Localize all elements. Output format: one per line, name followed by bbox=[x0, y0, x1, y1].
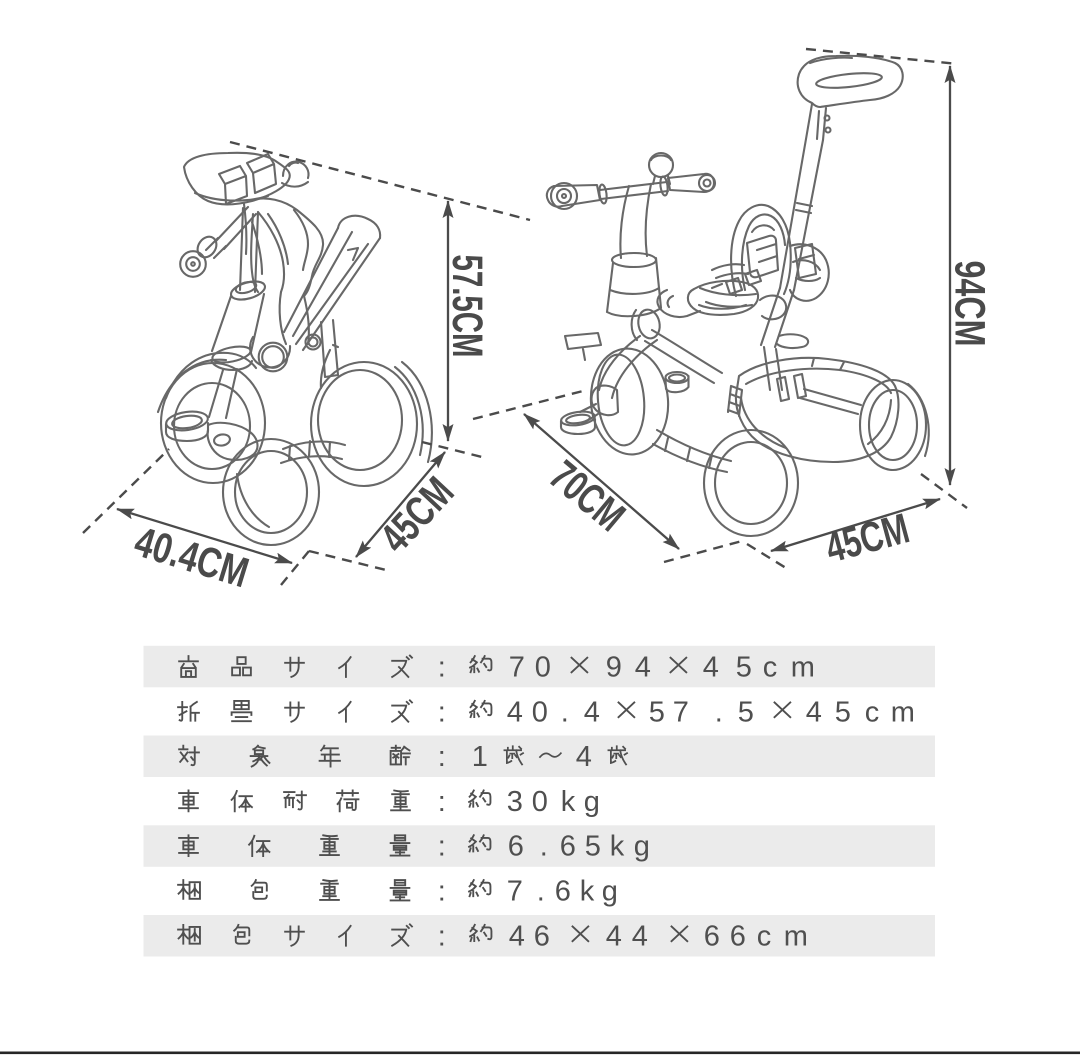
svg-text:7: 7 bbox=[673, 696, 689, 728]
svg-text:m: m bbox=[891, 696, 915, 728]
svg-text:45CM: 45CM bbox=[821, 505, 914, 572]
svg-text:9: 9 bbox=[606, 652, 622, 684]
svg-text:4: 4 bbox=[703, 652, 719, 684]
svg-text:40.4CM: 40.4CM bbox=[129, 518, 254, 597]
svg-text:6: 6 bbox=[534, 920, 550, 952]
svg-text:5: 5 bbox=[736, 652, 752, 684]
svg-text:g: g bbox=[602, 876, 618, 908]
svg-text:k: k bbox=[561, 786, 576, 818]
svg-text:94CM: 94CM bbox=[946, 261, 993, 347]
svg-text::: : bbox=[438, 786, 446, 818]
svg-text:4: 4 bbox=[606, 920, 622, 952]
svg-text:5: 5 bbox=[585, 831, 601, 863]
svg-text:1: 1 bbox=[472, 741, 488, 773]
svg-text:k: k bbox=[580, 876, 595, 908]
svg-text::: : bbox=[438, 696, 446, 728]
svg-text::: : bbox=[438, 920, 446, 952]
svg-text:4: 4 bbox=[507, 696, 523, 728]
svg-text:.: . bbox=[537, 876, 545, 908]
svg-text:4: 4 bbox=[632, 920, 648, 952]
svg-text:0: 0 bbox=[532, 786, 548, 818]
svg-text:0: 0 bbox=[535, 652, 551, 684]
svg-text:4: 4 bbox=[509, 920, 525, 952]
svg-text:6: 6 bbox=[730, 920, 746, 952]
svg-text::: : bbox=[438, 831, 446, 863]
svg-text:6: 6 bbox=[555, 876, 571, 908]
svg-text:4: 4 bbox=[635, 652, 651, 684]
svg-text:4: 4 bbox=[806, 696, 822, 728]
svg-text:g: g bbox=[584, 786, 600, 818]
svg-text:.: . bbox=[715, 696, 723, 728]
svg-text:g: g bbox=[634, 831, 650, 863]
svg-text:57.5CM: 57.5CM bbox=[443, 255, 490, 358]
svg-text:m: m bbox=[784, 920, 808, 952]
svg-text:6: 6 bbox=[508, 831, 524, 863]
svg-text:5: 5 bbox=[649, 696, 665, 728]
svg-text:3: 3 bbox=[507, 786, 523, 818]
svg-text:m: m bbox=[791, 652, 815, 684]
svg-text:6: 6 bbox=[560, 831, 576, 863]
svg-text:4: 4 bbox=[576, 741, 592, 773]
svg-text:4: 4 bbox=[584, 696, 600, 728]
svg-text:5: 5 bbox=[835, 696, 851, 728]
svg-text::: : bbox=[438, 876, 446, 908]
svg-text:c: c bbox=[763, 652, 778, 684]
svg-text::: : bbox=[438, 741, 446, 773]
svg-text:.: . bbox=[540, 831, 548, 863]
svg-text:0: 0 bbox=[532, 696, 548, 728]
svg-text:7: 7 bbox=[509, 652, 525, 684]
svg-text:70CM: 70CM bbox=[540, 452, 633, 541]
svg-text::: : bbox=[438, 652, 446, 684]
svg-text:c: c bbox=[757, 920, 772, 952]
svg-text:c: c bbox=[865, 696, 880, 728]
svg-text:7: 7 bbox=[507, 876, 523, 908]
svg-text:5: 5 bbox=[738, 696, 754, 728]
svg-text:45CM: 45CM bbox=[372, 469, 464, 562]
svg-text:6: 6 bbox=[704, 920, 720, 952]
svg-text:.: . bbox=[561, 696, 569, 728]
svg-text:k: k bbox=[610, 831, 625, 863]
